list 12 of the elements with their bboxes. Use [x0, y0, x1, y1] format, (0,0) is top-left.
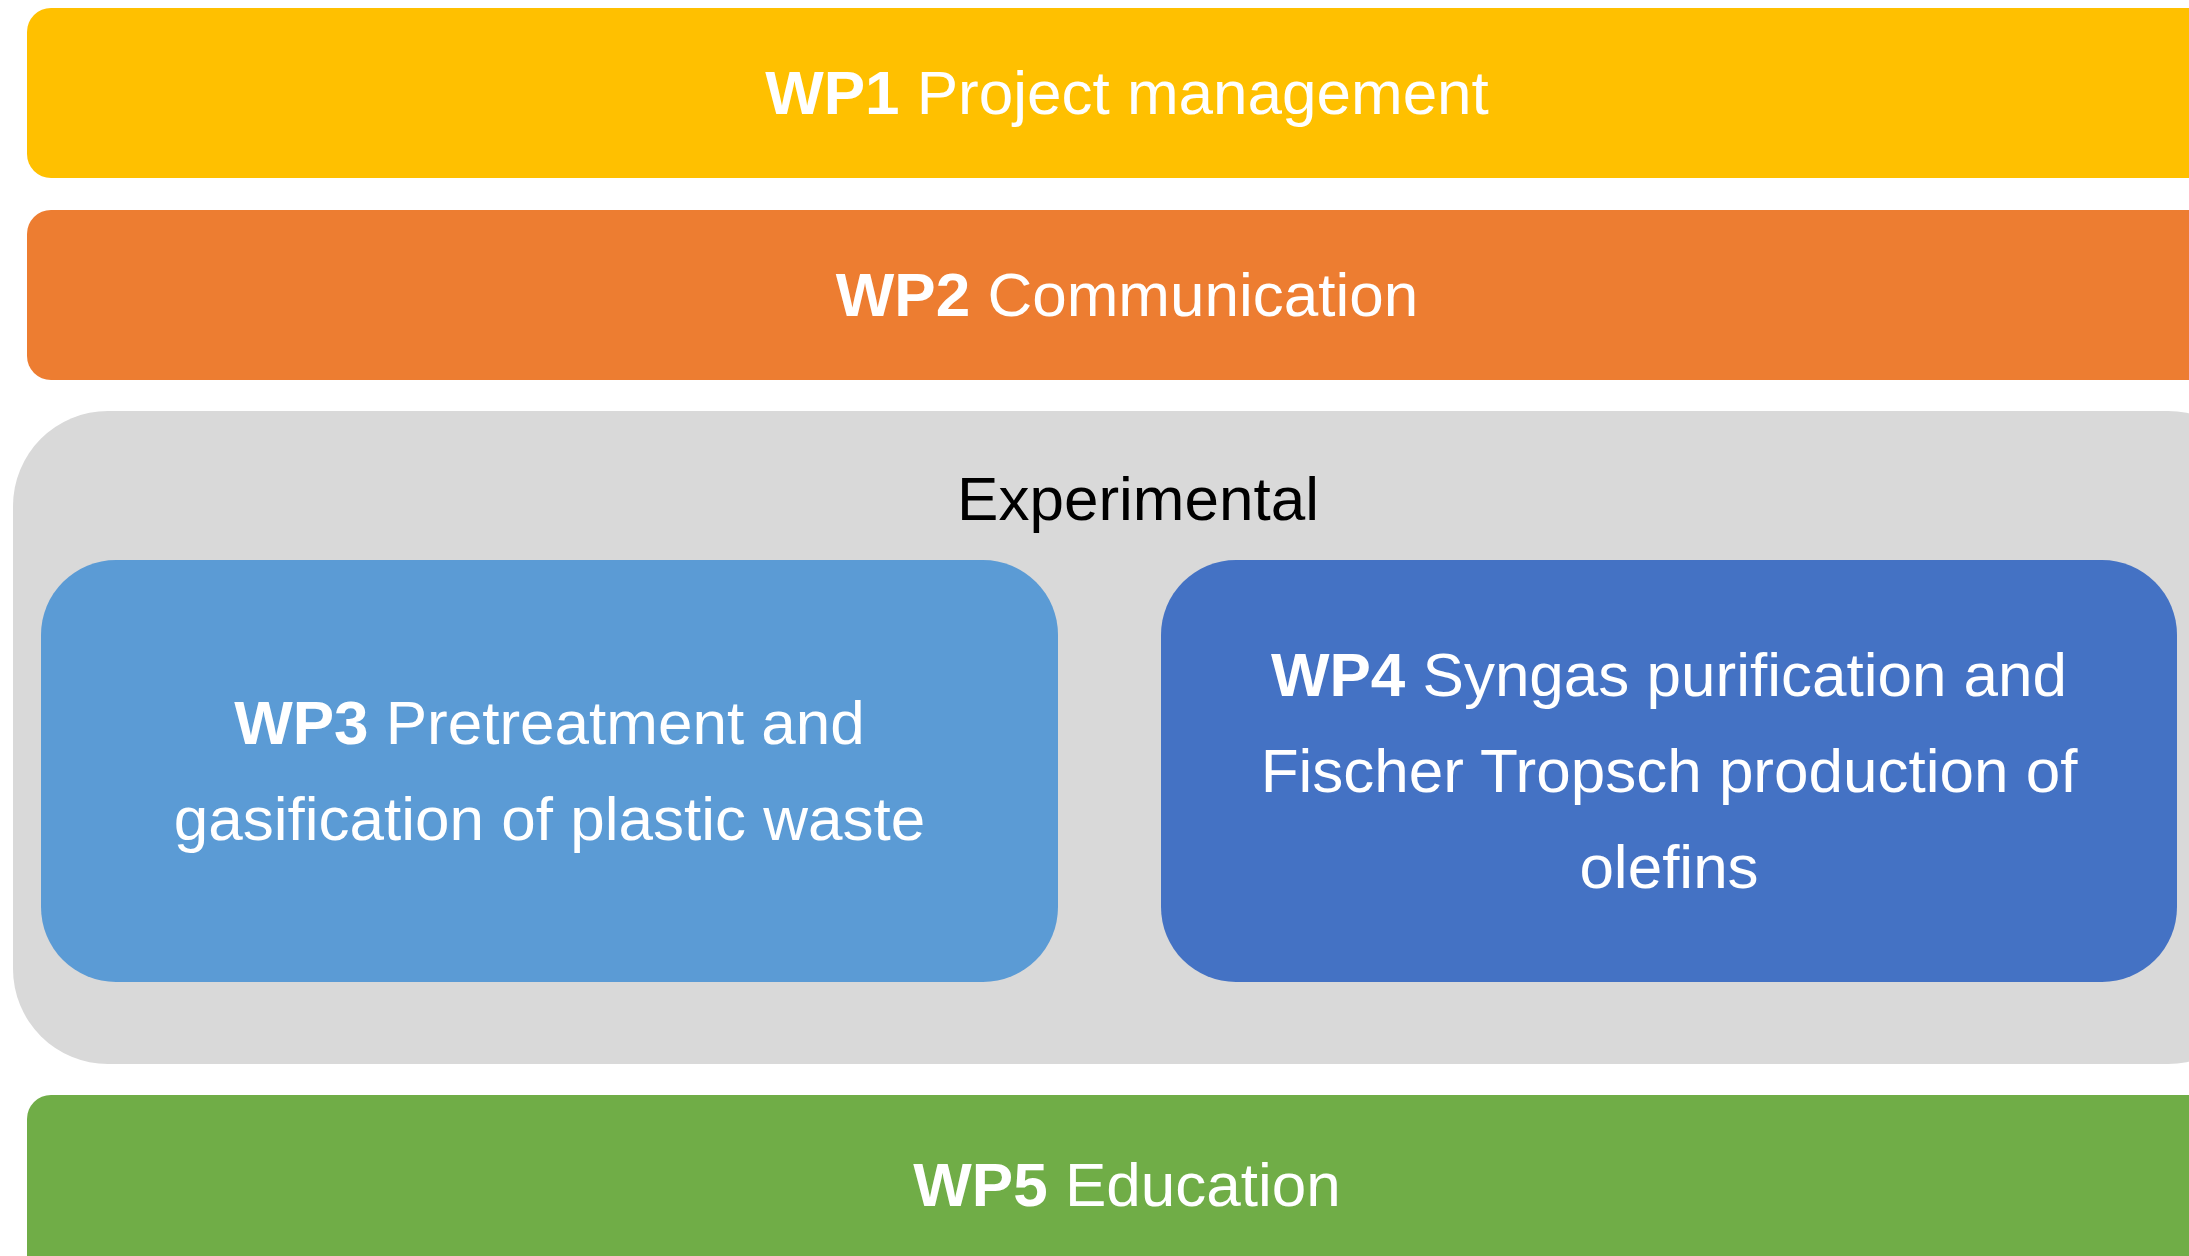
group-panel	[13, 411, 2189, 1064]
work-package-label: WP1 Project management	[765, 57, 1489, 129]
work-package-label: WP3 Pretreatment and gasification of plastic waste	[172, 687, 927, 855]
group-title: Experimental	[957, 463, 1319, 535]
work-package-band	[27, 210, 2189, 380]
work-package-box	[1161, 560, 2177, 982]
work-package-label: WP2 Communication	[835, 259, 1419, 331]
work-package-box	[41, 560, 1058, 982]
work-package-label: WP5 Education	[913, 1149, 1341, 1221]
work-package-label: WP4 Syngas purification and Fischer Tropsch production of olefins	[1259, 639, 2079, 903]
work-package-band	[27, 8, 2189, 178]
work-package-band	[27, 1095, 2189, 1256]
